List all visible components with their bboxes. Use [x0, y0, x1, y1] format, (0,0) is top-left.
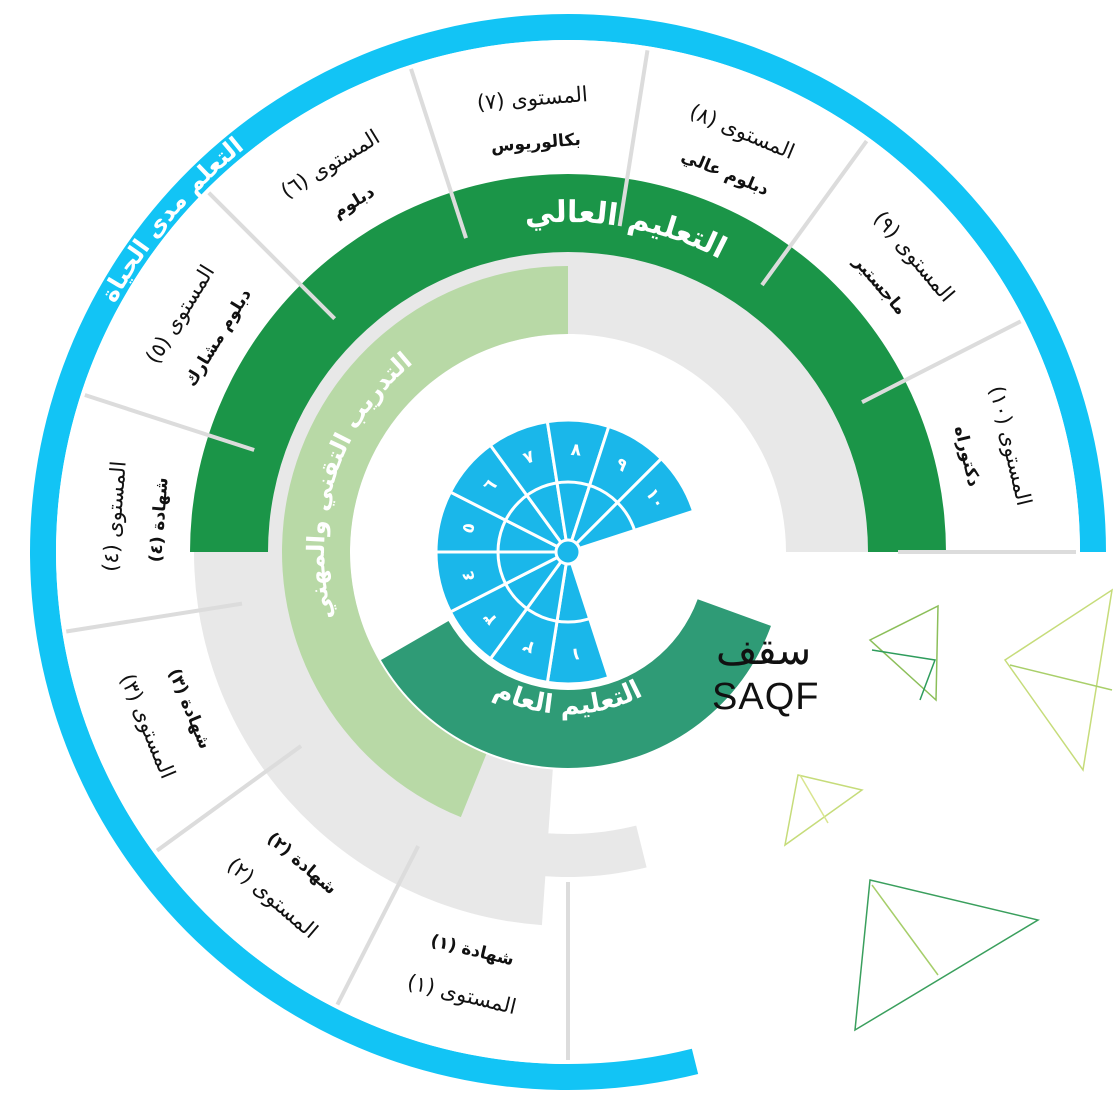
triangle-outline [783, 774, 864, 847]
triangle-outline [868, 604, 939, 702]
hub-number-1: ١ [570, 643, 582, 664]
hub-wedge-level-10 [566, 456, 696, 554]
hub-inner-ring [496, 480, 640, 624]
decorative-triangles [783, 588, 1114, 1032]
hub-number-4: ٤ [458, 568, 480, 583]
general-education-arc [380, 599, 771, 769]
hub-center-dot [554, 538, 582, 566]
level-divider [84, 393, 255, 452]
lower-neutral-band [243, 552, 647, 877]
level-divider [207, 191, 337, 321]
technical-training-arc [282, 266, 568, 818]
triangle-outline [799, 774, 829, 824]
hub-number-8: ٨ [570, 440, 583, 461]
education-bands-group [190, 174, 946, 926]
saqf-brand: سقف SAQF [712, 628, 842, 720]
brand-english: SAQF [712, 676, 820, 718]
level-divider [65, 601, 243, 634]
hub-number-5: ٥ [458, 521, 480, 536]
triangle-outline [1009, 664, 1113, 691]
level-divider [409, 68, 468, 239]
triangle-outline [1003, 588, 1114, 772]
level-divider [335, 845, 420, 1006]
higher-education-arc [190, 174, 946, 552]
level-divider [760, 139, 869, 287]
level-divider [617, 49, 650, 227]
level-dividers-group [65, 49, 1076, 1060]
triangle-outline [871, 884, 939, 976]
level-divider [155, 744, 303, 853]
level-divider [861, 319, 1022, 404]
triangle-outline [854, 879, 1040, 1032]
brand-arabic: سقف [716, 629, 812, 673]
triangle-outline [871, 649, 937, 701]
